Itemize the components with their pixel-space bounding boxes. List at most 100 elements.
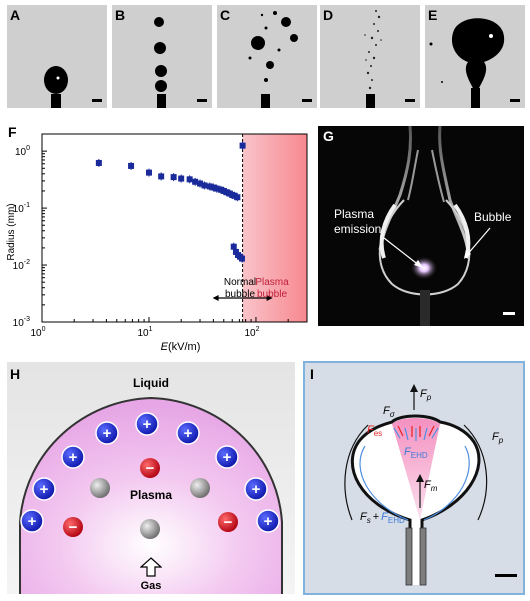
y-tick-label: 10-2 — [13, 259, 30, 272]
region-arrow-left-head — [212, 295, 219, 301]
positive-ion-sign: + — [264, 513, 273, 530]
x-tick-label: 102 — [244, 326, 259, 339]
gas-arrow-icon — [139, 557, 163, 577]
scale-bar-e — [510, 99, 520, 102]
data-point — [158, 173, 165, 180]
positive-ion — [256, 509, 280, 533]
panel-letter-g: G — [323, 128, 334, 144]
fp-top-label: Fp — [420, 388, 432, 402]
panel-c-image — [217, 5, 317, 108]
data-point — [206, 183, 213, 190]
scale-bar-b — [197, 99, 207, 102]
gas-label: Gas — [140, 580, 162, 592]
data-point — [178, 175, 185, 182]
y-tick-label: 100 — [15, 145, 30, 158]
panel-letter-d: D — [323, 7, 334, 23]
bubble-label: Bubble — [474, 210, 512, 224]
plasma-label: Plasma — [129, 488, 173, 502]
normal-label-2: bubble — [225, 289, 255, 300]
positive-ion — [95, 421, 119, 445]
data-point — [186, 176, 193, 183]
negative-ion-sign: − — [69, 519, 78, 536]
fsigma-label: Fσ — [383, 405, 396, 419]
negative-ion-sign: − — [224, 514, 233, 531]
negative-ion — [63, 517, 83, 537]
fs-fehd-label: Fs+FEHD — [360, 511, 405, 525]
scale-bar-d — [405, 99, 415, 102]
region-arrow-right-head — [266, 295, 273, 301]
positive-ion — [176, 421, 200, 445]
data-point — [197, 180, 204, 187]
plasma-label-1: Plasma — [255, 277, 289, 288]
data-point — [210, 184, 217, 191]
positive-ion-sign: + — [184, 425, 193, 442]
positive-ion — [20, 509, 44, 533]
bubble-arrow — [465, 227, 491, 257]
data-point — [201, 182, 208, 189]
plasma-emission-label-1: Plasma — [334, 207, 374, 221]
positive-ion-sign: + — [69, 449, 78, 466]
scale-bar-i — [495, 574, 517, 577]
scale-bar-a — [92, 99, 102, 102]
y-tick-label: 10-1 — [13, 202, 30, 215]
panel-h-diagram: +++++++++−−− — [7, 362, 295, 594]
panel-b-drawing — [154, 17, 167, 108]
chart-frame — [41, 133, 308, 323]
plasma-label-2: bubble — [257, 289, 287, 300]
fes-label: Fes — [367, 424, 382, 438]
neutral-atom — [140, 519, 160, 539]
fm-label: Fm — [424, 479, 438, 493]
panel-d-image — [320, 5, 420, 108]
negative-ion — [140, 458, 160, 478]
negative-ion — [218, 512, 238, 532]
panel-letter-c: C — [220, 7, 231, 23]
positive-ion-sign: + — [223, 449, 232, 466]
positive-ion-sign: + — [252, 481, 261, 498]
positive-ion — [61, 445, 85, 469]
scale-bar-g — [503, 312, 515, 315]
data-point — [95, 159, 102, 166]
positive-ion-sign: + — [143, 416, 152, 433]
panel-a-drawing — [44, 66, 68, 108]
data-point — [223, 189, 230, 196]
data-point — [128, 162, 135, 169]
panel-letter-e: E — [428, 7, 438, 23]
panel-letter-h: H — [10, 366, 21, 382]
fehd-label: FEHD — [404, 446, 428, 460]
data-point — [238, 255, 245, 262]
panel-f-chart: 100 101 102 10-3 10-2 10-1 100 Normal bubble P… — [6, 133, 308, 353]
panel-letter-b: B — [115, 7, 126, 23]
positive-ion — [244, 477, 268, 501]
y-tick-label: 10-3 — [13, 316, 30, 329]
panel-i-diagram: Fp Fσ Fes FEHD Fp Fm Fs+FEHD — [303, 361, 525, 595]
panel-c-drawing — [248, 11, 298, 108]
x-tick-label: 100 — [30, 326, 45, 339]
liquid-label: Liquid — [133, 376, 169, 390]
neutral-atom — [90, 478, 110, 498]
positive-ion — [32, 477, 56, 501]
data-point — [239, 142, 246, 149]
x-axis-label-unit: (kV/m) — [168, 341, 200, 353]
y-axis-label: Radius (mm) — [6, 203, 17, 260]
plasma-arrow — [383, 237, 421, 267]
x-tick-label: 101 — [137, 326, 152, 339]
data-point — [170, 174, 177, 181]
data-point — [145, 169, 152, 176]
data-point — [234, 194, 241, 201]
panel-e-drawing — [429, 18, 505, 108]
panel-letter-i: I — [310, 366, 314, 382]
normal-label-1: Normal — [224, 277, 256, 288]
data-point — [192, 178, 199, 185]
positive-ion-sign: + — [28, 513, 37, 530]
positive-ion — [135, 412, 159, 436]
positive-ion — [215, 445, 239, 469]
plasma-region — [242, 134, 307, 322]
x-axis-label-symbol: E — [161, 341, 169, 353]
positive-ion-sign: + — [40, 481, 49, 498]
data-point — [230, 243, 237, 250]
scale-bar-c — [302, 99, 312, 102]
negative-ion-sign: − — [146, 460, 155, 477]
panel-letter-f: F — [8, 124, 17, 140]
panel-d-drawing — [364, 10, 382, 108]
